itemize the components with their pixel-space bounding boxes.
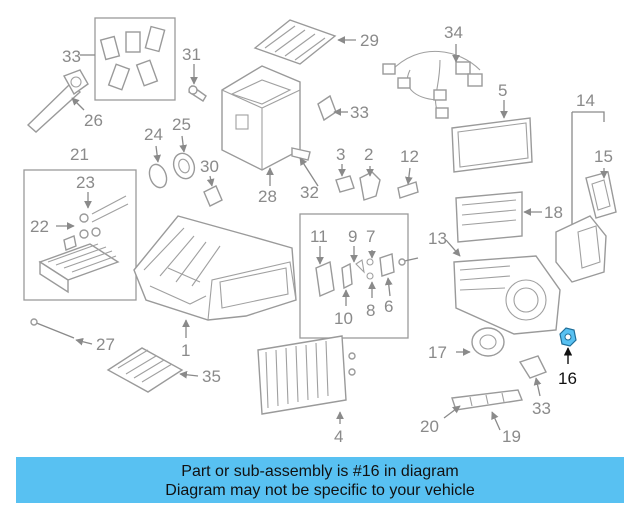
label-7: 7 [366,227,375,246]
part-18-filter [455,191,523,243]
part-17-motor [471,327,505,357]
label-11: 11 [310,227,328,246]
label-35: 35 [202,367,221,386]
label-8: 8 [366,301,375,320]
banner-line-1: Part or sub-assembly is #16 in diagram [181,463,459,480]
label-18: 18 [544,203,563,222]
part-28-housing [221,65,301,171]
leader-lines [56,36,608,431]
label-29: 29 [360,31,379,50]
label-25: 25 [172,115,191,134]
label-33-top: 33 [62,47,81,66]
label-19: 19 [502,427,521,446]
label-14: 14 [576,91,595,110]
part-30-actuator [203,185,223,207]
part-4-screw [398,257,419,266]
label-30: 30 [200,157,219,176]
label-33-mid: 33 [350,103,369,122]
label-31: 31 [182,45,201,64]
label-22: 22 [30,217,49,236]
part-1-heater-case [133,215,297,321]
label-27: 27 [96,335,115,354]
part-29-filter [253,19,337,65]
part-14-bracket-line [571,111,605,224]
part-5-filter [451,117,533,173]
label-26: 26 [84,111,103,130]
part-13-blower-housing [453,255,561,335]
banner-line-2: Diagram may not be specific to your vehi… [165,482,475,499]
parts-diagram: 1 2 3 4 5 6 7 8 9 10 11 12 13 14 15 16 1… [23,17,617,446]
part-25-seal [172,152,196,180]
part-26-hose [26,69,89,133]
label-1: 1 [181,341,190,360]
label-9: 9 [348,227,357,246]
label-2: 2 [364,145,373,164]
part-24-grommet [148,163,168,189]
part-34-harness [382,50,483,119]
label-16: 16 [558,369,577,388]
label-5: 5 [498,81,507,100]
part-32-screw [291,147,311,161]
label-20: 20 [420,417,439,436]
label-13: 13 [428,229,447,248]
label-6: 6 [384,297,393,316]
info-banner: Part or sub-assembly is #16 in diagram D… [16,457,624,503]
part-19-20-duct [451,389,523,411]
part-33-clips [94,17,176,101]
part-27-rod [30,318,75,339]
part-14-cover [555,215,607,283]
part-3-plug [335,175,355,193]
callout-labels: 1 2 3 4 5 6 7 8 9 10 11 12 13 14 15 16 1… [30,23,613,446]
label-21: 21 [70,145,89,164]
label-10: 10 [334,309,353,328]
part-31-sensor [188,84,207,102]
part-21-heater-core-kit [23,169,137,301]
label-24: 24 [144,125,163,144]
part-12-valve [397,181,419,199]
label-34: 34 [444,23,463,42]
part-2-bracket [359,171,381,201]
part-33-resistor [518,355,547,379]
label-28: 28 [258,187,277,206]
label-32: 32 [300,183,319,202]
label-23: 23 [76,173,95,192]
label-12: 12 [400,147,419,166]
label-3: 3 [336,145,345,164]
label-15: 15 [594,147,613,166]
part-15-gasket [585,171,617,219]
part-33-clip [317,94,337,122]
label-33-low: 33 [532,399,551,418]
part-4-evaporator-kit [257,213,409,415]
part-16-highlighted [559,327,577,347]
label-4: 4 [334,427,343,446]
label-17: 17 [428,343,447,362]
part-35-module [106,347,184,393]
